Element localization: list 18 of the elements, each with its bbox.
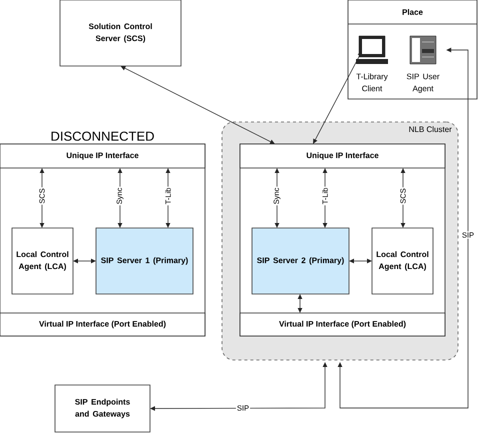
interface-band: Unique IP Interface (0, 144, 206, 168)
phone-terminal: SIP User Agent (406, 36, 440, 93)
computer-terminal: T-Library Client (356, 36, 388, 92)
server-box: Solution Control Server (SCS) (60, 0, 182, 66)
arrow (313, 51, 362, 144)
agent-box: Local Control Agent (LCA) (372, 228, 434, 294)
interface-band: Unique IP Interface (240, 144, 446, 168)
interface-band: Virtual IP Interface (Port Enabled) (240, 312, 446, 336)
endpoint-box: SIP Endpoints and Gateways (54, 384, 150, 432)
arrow (120, 66, 275, 144)
server-box: SIP Server 2 (Primary) (252, 228, 350, 294)
node-label: T-Library Client (356, 73, 388, 92)
node-label: DISCONNECTED (52, 132, 154, 141)
arrow (338, 48, 468, 408)
interface-band: Virtual IP Interface (Port Enabled) (0, 312, 206, 336)
agent-box: Local Control Agent (LCA) (12, 228, 74, 294)
server-box: SIP Server 1 (Primary) (96, 228, 194, 294)
node-label: SIP User Agent (406, 74, 440, 93)
